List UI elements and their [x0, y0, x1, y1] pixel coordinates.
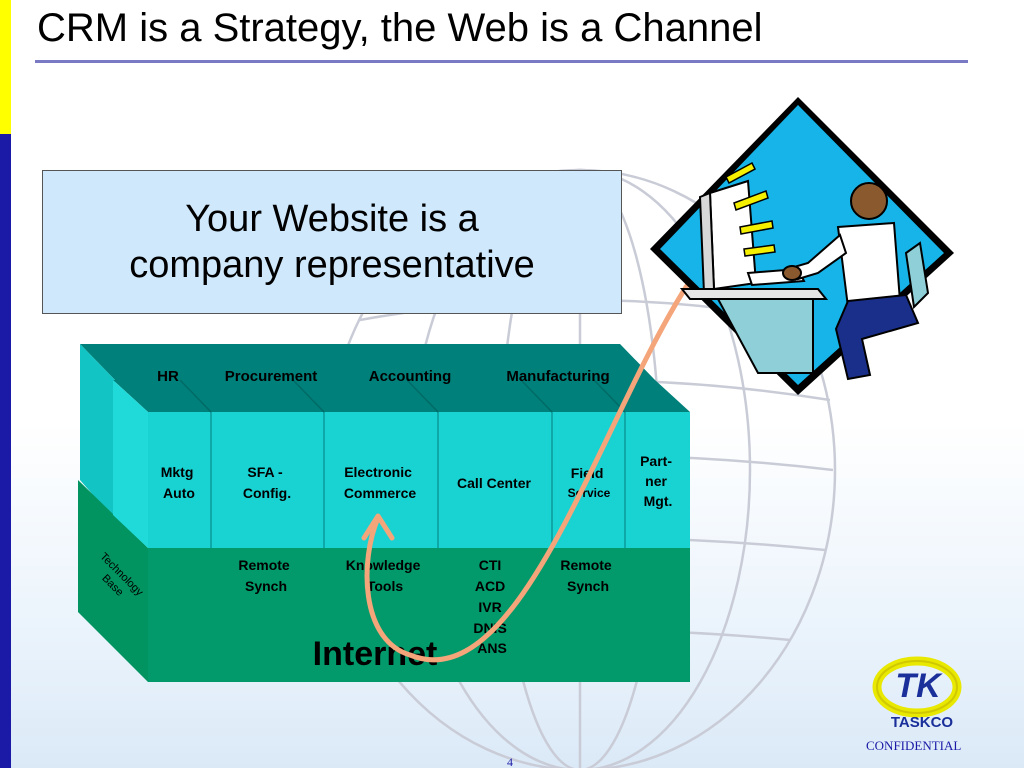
call-center-agent-icon	[650, 97, 954, 395]
logo-mark: TK	[895, 667, 943, 705]
website-callout: Your Website is a company representative	[42, 170, 622, 314]
back-layer-top	[80, 344, 655, 380]
module-layer-top	[113, 380, 690, 412]
top-label-accounting: Accounting	[369, 368, 452, 385]
base-cti-stack: CTI ACD IVR DNIS ANS	[473, 557, 510, 656]
base-remote-synch-2: Remote Synch	[560, 557, 615, 594]
arrow-head	[361, 513, 395, 541]
taskco-logo-icon: TK TASKCO	[872, 656, 962, 731]
accent-bar-yellow	[0, 0, 11, 134]
logo-name: TASKCO	[891, 714, 954, 731]
callout-line-2: company representative	[129, 244, 535, 286]
module-mktg-auto: Mktg Auto	[161, 464, 198, 501]
page-number: 4	[507, 755, 513, 769]
confidential-label: CONFIDENTIAL	[866, 738, 962, 753]
back-layer-side	[80, 344, 115, 520]
base-side	[78, 480, 148, 682]
module-sfa-config: SFA - Config.	[243, 464, 291, 501]
module-layer-side	[113, 380, 148, 548]
top-label-procurement: Procurement	[225, 368, 318, 385]
base-remote-synch-1: Remote Synch	[238, 557, 293, 594]
base-knowledge-tools: Knowledge Tools	[346, 557, 425, 594]
top-label-manufacturing: Manufacturing	[506, 368, 609, 385]
callout-line-1: Your Website is a	[185, 198, 479, 240]
slide-title: CRM is a Strategy, the Web is a Channel	[37, 6, 763, 50]
title-underline	[35, 60, 968, 63]
module-call-center: Call Center	[457, 475, 531, 491]
internet-label: Internet	[313, 635, 438, 673]
module-layer-front	[148, 412, 690, 548]
accent-bar-blue	[0, 134, 11, 768]
top-label-hr: HR	[157, 368, 179, 385]
web-channel-arrow	[364, 281, 691, 663]
module-electronic-commerce: Electronic Commerce	[344, 464, 417, 501]
module-partner-mgt: Part- ner Mgt.	[640, 453, 676, 509]
